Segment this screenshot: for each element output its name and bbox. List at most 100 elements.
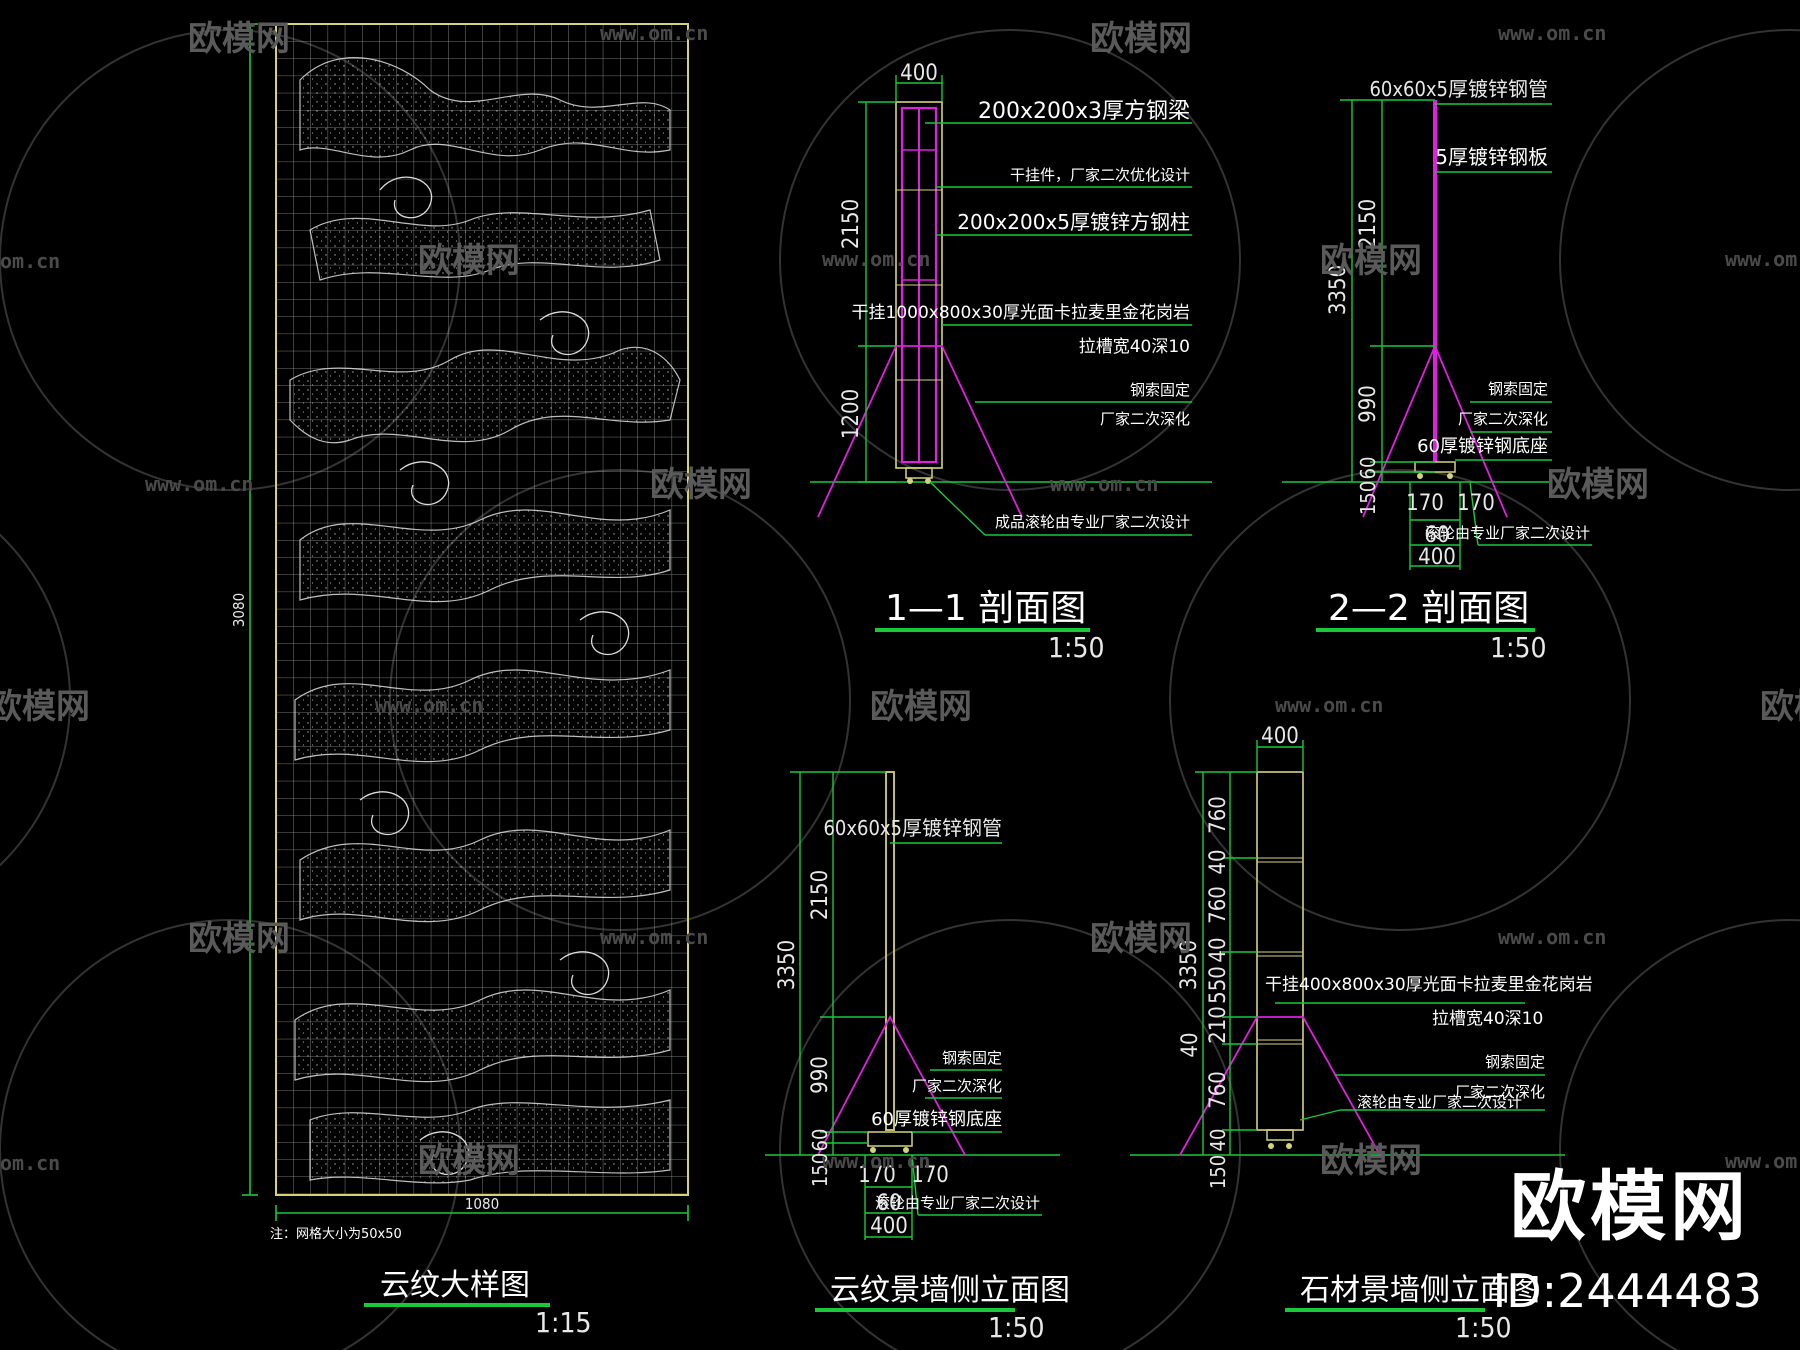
sws-dim-r2: 760 [1206,886,1231,924]
sws-dim-width: 400 [1261,724,1299,749]
wm-logo-7: 欧模网 [870,687,972,727]
s11-label-2: 200x200x5厚镀锌方钢柱 [957,210,1190,234]
s11-label-3: 干挂1000x800x30厚光面卡拉麦里金花岗岩 [852,303,1190,323]
wm-url-3: www.om.cn [822,247,930,271]
sws-label-1: 拉槽宽40深10 [1432,1009,1543,1029]
s22-dim-w1: 170 [1406,491,1444,516]
sws-label-0: 干挂400x800x30厚光面卡拉麦里金花岗岩 [1265,975,1593,995]
s11-label-7: 成品滚轮由专业厂家二次设计 [995,513,1190,531]
sws-dim-r5: 210 [1206,1006,1231,1044]
wm-logo-3: 欧模网 [418,241,520,281]
wm-url-10: www.om.cn [1498,925,1606,949]
wm-logo-5: 欧模网 [650,465,752,505]
wm-url-11: www.om.cn [822,1149,930,1173]
s22-label-5: 滚轮由专业厂家二次设计 [1425,524,1590,542]
sws-dim-r8: 40 [1206,1129,1230,1152]
wm-logo-4: 欧模网 [1320,241,1422,281]
s11-label-1: 干挂件，厂家二次优化设计 [1010,166,1190,184]
cloud-title: 云纹大样图 [380,1268,530,1303]
wm-logo-6: 欧模网 [1547,465,1649,505]
wm-url-12: www.om.cn [1725,1149,1800,1173]
watermarks: 欧模网 www.om.cn 欧模网 www.om.cn om.cn 欧模网 ww… [0,19,1800,1181]
s22-label-3: 厂家二次深化 [1458,410,1548,428]
cws-dim-w4: 400 [870,1214,908,1239]
sws-scale: 1:50 [1455,1311,1512,1344]
cws-dim-w2: 170 [911,1163,949,1188]
wm-url-frag-1: om.cn [0,249,60,273]
s22-title: 2—2 剖面图 [1328,588,1529,629]
s22-dim-w4: 400 [1418,545,1456,570]
brand-logo-text: 欧模网 [1510,1162,1750,1251]
wm-url-1: www.om.cn [600,21,708,45]
s22-dim-upper: 2150 [1356,199,1381,249]
section-1-1-drawing: 400 2150 1200 200x200x3厚方钢梁 干挂件，厂家二次优化设计… [810,61,1212,664]
sws-label-4: 滚轮由专业厂家二次设计 [1357,1093,1522,1111]
s11-label-0: 200x200x3厚方钢梁 [978,99,1190,124]
sws-dim-r6: 40 [1178,1032,1203,1057]
s22-dim-w2: 170 [1457,491,1495,516]
s11-label-4: 拉槽宽40深10 [1079,337,1190,357]
wm-logo-1: 欧模网 [188,19,290,59]
s11-label-6: 厂家二次深化 [1100,410,1190,428]
section-2-2-drawing: 60x60x5厚镀锌钢管 5厚镀锌钢板 钢索固定 厂家二次深化 60厚镀锌钢底座… [1282,77,1592,664]
sws-dim-r9: 150 [1206,1155,1230,1189]
stone-wall-side-drawing: 400 3350 760 40 760 40 550 210 40 760 40… [1130,724,1593,1344]
cws-label-4: 滚轮由专业厂家二次设计 [875,1194,1040,1212]
sws-dim-r7: 760 [1206,1071,1231,1109]
wm-url-6: www.om.cn [1050,472,1158,496]
brand-id-label: ID:2444483 [1492,1264,1762,1318]
sws-dim-r3: 40 [1206,937,1231,962]
cws-dim-w1: 170 [858,1163,896,1188]
cloud-swirls [359,176,630,1176]
cws-label-1: 钢索固定 [942,1049,1002,1067]
wm-logo-9: 欧模网 [188,919,290,959]
wm-url-5: www.om.cn [145,472,253,496]
cws-scale: 1:50 [988,1311,1045,1344]
s11-dim-lower: 1200 [839,389,864,439]
wm-logo-12: 欧模网 [1320,1141,1422,1181]
cws-title: 云纹景墙侧立面图 [830,1273,1070,1308]
s11-label-5: 钢索固定 [1130,381,1190,399]
s22-dim-b1: 60 [1356,457,1380,480]
wm-url-8: www.om.cn [1275,693,1383,717]
cws-dim-mid: 990 [808,1056,833,1094]
cws-label-0: 60x60x5厚镀锌钢管 [823,816,1002,840]
wm-logo-11: 欧模网 [418,1141,520,1181]
sws-label-3: 厂家二次深化 [1455,1083,1545,1101]
s22-label-2: 钢索固定 [1488,380,1548,398]
cws-dim-total: 3350 [775,940,800,990]
cws-dim-upper: 2150 [808,870,833,920]
sws-title: 石材景墙侧立面图 [1300,1273,1540,1308]
s11-dim-upper: 2150 [839,199,864,249]
wm-url-2: www.om.cn [1498,21,1606,45]
s11-dim-width: 400 [900,61,938,86]
wm-logo-8: 欧模网 [1760,687,1800,727]
s22-dim-w3: 60 [1424,523,1449,548]
cws-label-3: 60厚镀锌钢底座 [871,1109,1002,1130]
wm-url-7: www.om.cn [375,693,483,717]
s11-title: 1—1 剖面图 [885,588,1086,629]
cloud-wall-side-drawing: 60x60x5厚镀锌钢管 钢索固定 厂家二次深化 60厚镀锌钢底座 滚轮由专业厂… [765,771,1070,1344]
sws-dim-r0: 760 [1206,796,1231,834]
s11-scale: 1:50 [1048,631,1105,664]
wm-logo-2: 欧模网 [1090,19,1192,59]
wm-url-4: www.om.cn [1725,247,1800,271]
s22-scale: 1:50 [1490,631,1547,664]
s22-label-4: 60厚镀锌钢底座 [1417,436,1548,457]
cws-dim-w3: 60 [876,1191,901,1216]
cloud-scale: 1:15 [535,1306,592,1339]
s22-label-0: 60x60x5厚镀锌钢管 [1369,77,1548,101]
cloud-pattern [289,57,681,1184]
cloud-note: 注：网格大小为50x50 [270,1226,402,1242]
sws-dim-r4: 550 [1206,966,1231,1004]
s22-label-1: 5厚镀锌钢板 [1435,145,1548,169]
s22-dim-mid: 990 [1356,385,1381,423]
wm-logo-10: 欧模网 [1090,919,1192,959]
wm-url-9: www.om.cn [600,925,708,949]
wm-url-frag-2: om.cn [0,1151,60,1175]
cloud-dim-width: 1080 [465,1195,499,1213]
cloud-detail-drawing: 3080 1080 注：网格大小为50x50 云纹大样图 1:15 [230,23,689,1339]
s22-dim-b2: 150 [1356,481,1380,515]
sws-label-2: 钢索固定 [1485,1053,1545,1071]
